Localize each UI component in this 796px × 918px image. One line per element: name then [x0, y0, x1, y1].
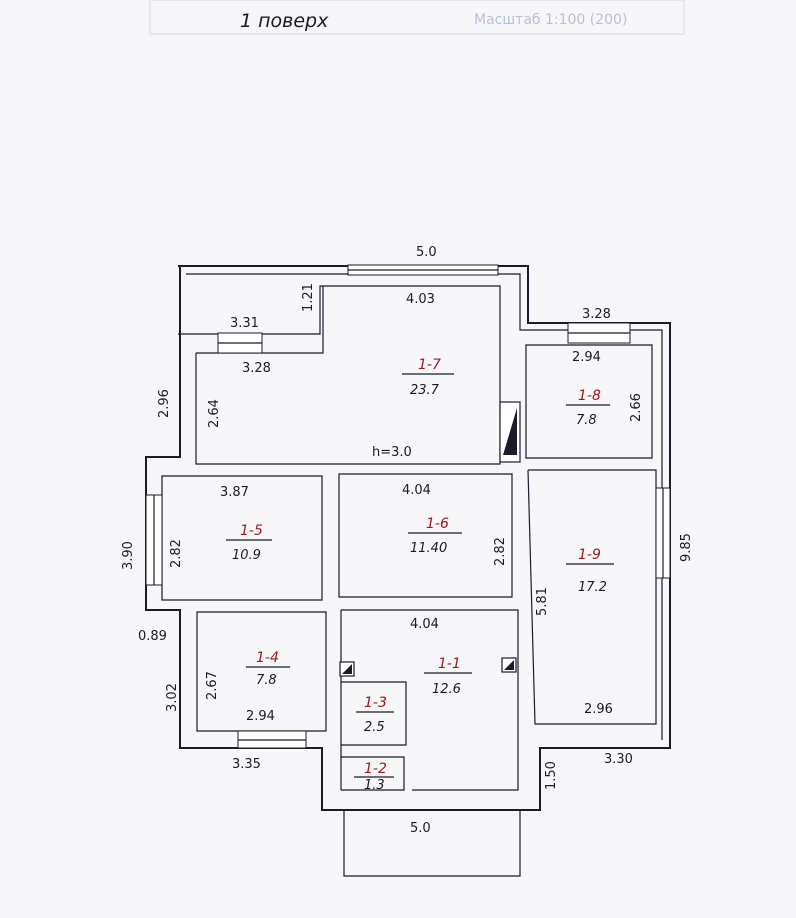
svg-text:3.30: 3.30 [604, 752, 633, 767]
svg-text:2.96: 2.96 [584, 702, 613, 717]
svg-text:2.96: 2.96 [157, 389, 172, 418]
svg-text:4.03: 4.03 [406, 292, 435, 307]
svg-text:3.90: 3.90 [121, 541, 136, 570]
svg-text:1-6: 1-6 [426, 516, 449, 532]
svg-text:5.0: 5.0 [410, 821, 431, 836]
svg-text:1.50: 1.50 [544, 761, 559, 790]
svg-text:5.81: 5.81 [535, 587, 550, 616]
svg-text:0.89: 0.89 [138, 629, 167, 644]
svg-text:10.9: 10.9 [232, 548, 261, 563]
svg-text:3.35: 3.35 [232, 757, 261, 772]
svg-text:1-3: 1-3 [364, 695, 387, 711]
svg-text:3.87: 3.87 [220, 485, 249, 500]
room-1-2: 1-2 1.3 [354, 761, 394, 793]
room-1-6: 1-6 11.40 [408, 516, 462, 556]
room-1-7: 1-7 23.7 [402, 357, 454, 398]
svg-text:12.6: 12.6 [432, 682, 461, 697]
ceiling-height: h=3.0 [372, 445, 412, 460]
scale-stamp: Масштаб 1:100 (200) [474, 12, 627, 28]
svg-text:2.82: 2.82 [493, 537, 508, 566]
svg-text:1-1: 1-1 [438, 656, 461, 672]
room-1-1: 1-1 12.6 [424, 656, 472, 697]
porch [343, 810, 521, 877]
room-1-9: 1-9 17.2 [566, 547, 614, 595]
svg-text:17.2: 17.2 [578, 580, 607, 595]
svg-text:2.5: 2.5 [364, 720, 385, 735]
svg-text:1-2: 1-2 [364, 761, 387, 777]
svg-text:4.04: 4.04 [402, 483, 431, 498]
svg-text:2.66: 2.66 [629, 393, 644, 422]
windows [145, 264, 671, 749]
svg-text:2.94: 2.94 [246, 709, 275, 724]
stove-markers [339, 401, 521, 677]
svg-text:2.82: 2.82 [169, 539, 184, 568]
svg-text:9.85: 9.85 [679, 533, 694, 562]
svg-text:2.67: 2.67 [205, 671, 220, 700]
svg-text:3.31: 3.31 [230, 316, 259, 331]
svg-text:3.02: 3.02 [165, 683, 180, 712]
svg-text:1.3: 1.3 [364, 778, 385, 793]
svg-text:4.04: 4.04 [410, 617, 439, 632]
svg-text:1-5: 1-5 [240, 523, 263, 539]
svg-text:2.94: 2.94 [572, 350, 601, 365]
svg-text:1-8: 1-8 [578, 388, 601, 404]
room-1-8: 1-8 7.8 [566, 388, 610, 428]
room-1-5: 1-5 10.9 [226, 523, 272, 563]
svg-text:5.0: 5.0 [416, 245, 437, 260]
svg-text:3.28: 3.28 [242, 361, 271, 376]
dimension-labels: 5.0 4.03 1.21 3.31 3.28 2.64 2.96 3.28 2… [121, 245, 694, 836]
svg-text:3.28: 3.28 [582, 307, 611, 322]
svg-text:23.7: 23.7 [410, 383, 440, 398]
svg-text:1.21: 1.21 [301, 283, 316, 312]
svg-text:7.8: 7.8 [256, 673, 277, 688]
svg-text:11.40: 11.40 [410, 541, 447, 556]
svg-text:1-9: 1-9 [578, 547, 601, 563]
floor-label: 1 поверх [240, 10, 329, 32]
header-frame [149, 0, 685, 35]
svg-text:1-7: 1-7 [418, 357, 441, 373]
svg-text:1-4: 1-4 [256, 650, 279, 666]
svg-text:2.64: 2.64 [207, 399, 222, 428]
svg-text:7.8: 7.8 [576, 413, 597, 428]
room-1-4: 1-4 7.8 [246, 650, 290, 688]
room-1-3: 1-3 2.5 [356, 695, 394, 735]
